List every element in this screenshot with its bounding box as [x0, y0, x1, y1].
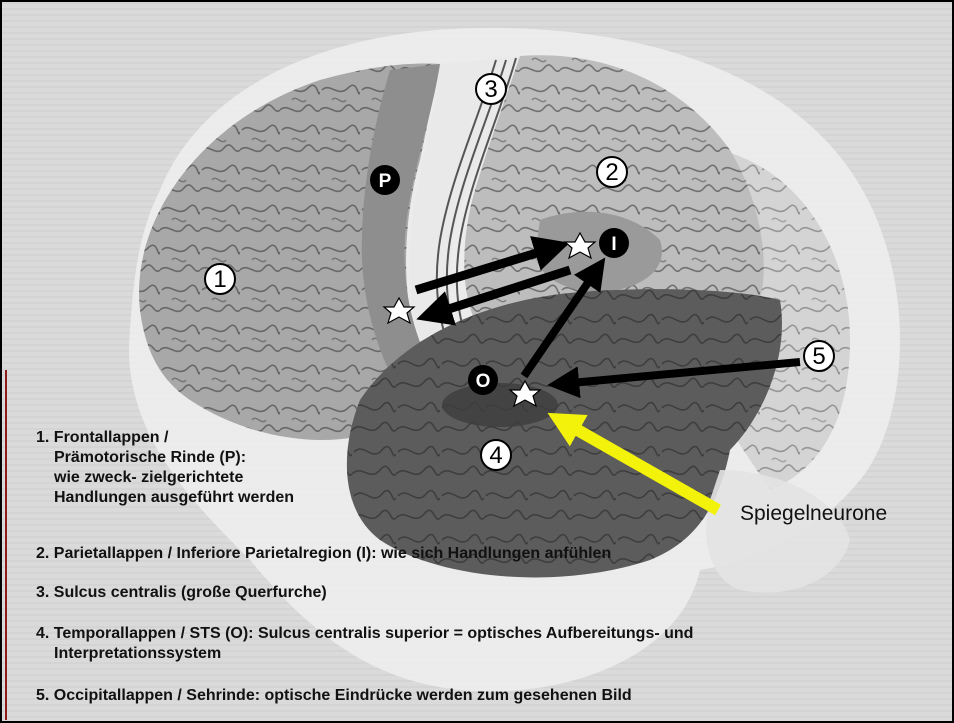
legend-item-5: 5. Occipitallappen / Sehrinde: optische …	[36, 686, 632, 706]
marker-4: 4	[489, 442, 502, 469]
marker-3: 3	[484, 76, 497, 103]
marker-i: I	[611, 234, 616, 255]
mirror-neurons-label: Spiegelneurone	[740, 502, 887, 526]
legend-item-1-line-2: Prämotorische Rinde (P):	[36, 448, 294, 468]
legend-item-1: 1. Frontallappen / Prämotorische Rinde (…	[36, 428, 294, 508]
marker-p: P	[379, 171, 392, 192]
legend-item-4-line-2: Interpretationssystem	[36, 644, 693, 664]
legend-item-1-line-3: wie zweck- zielgerichtete	[36, 468, 294, 488]
marker-o: O	[476, 371, 491, 392]
marker-5: 5	[812, 343, 825, 370]
marker-1: 1	[213, 266, 226, 293]
legend-item-1-line-1: 1. Frontallappen /	[36, 428, 294, 448]
legend-item-1-line-4: Handlungen ausgeführt werden	[36, 488, 294, 508]
legend-item-4-line-1: 4. Temporallappen / STS (O): Sulcus cent…	[36, 624, 693, 644]
legend-item-3: 3. Sulcus centralis (große Querfurche)	[36, 583, 327, 603]
legend-item-2: 2. Parietallappen / Inferiore Parietalre…	[36, 544, 611, 564]
legend-item-4: 4. Temporallappen / STS (O): Sulcus cent…	[36, 624, 693, 664]
marker-2: 2	[605, 159, 618, 186]
